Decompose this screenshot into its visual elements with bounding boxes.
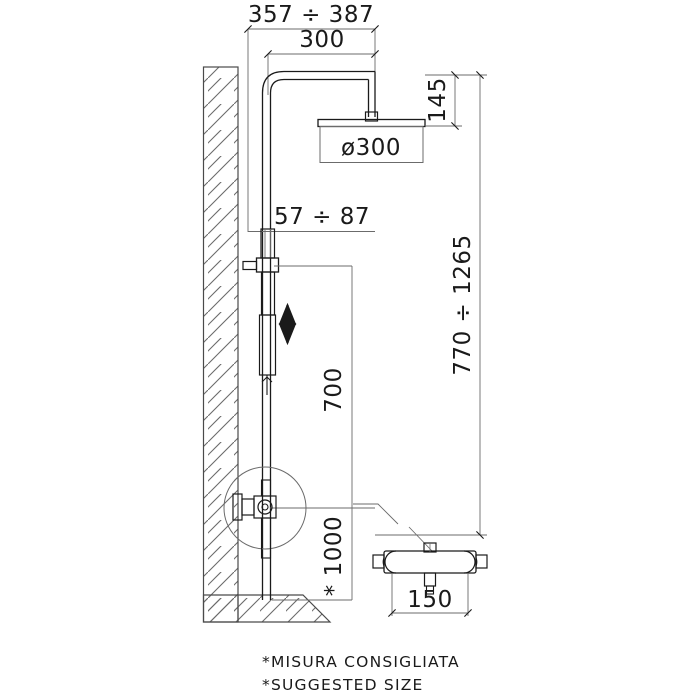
dim-head-diameter-label: ø300 xyxy=(341,135,401,161)
dim-head-height-label: 145 xyxy=(425,77,451,122)
leader-line-to-mixer-detail xyxy=(353,503,433,552)
drawing-notes: *MISURA CONSIGLIATA *SUGGESTED SIZE xyxy=(262,653,460,694)
hand-shower-slider xyxy=(242,228,297,395)
dim-mixer-centres-label: 150 xyxy=(407,587,452,613)
dimension-arm-length: 300 xyxy=(264,27,379,95)
dim-rail-length-label: 700 xyxy=(321,367,347,412)
dim-arm-length-label: 300 xyxy=(299,27,344,53)
shower-riser-pipe xyxy=(261,70,379,600)
wall-section xyxy=(202,66,239,623)
note-line-italian: *MISURA CONSIGLIATA xyxy=(262,653,460,671)
shower-head: ø300 xyxy=(317,118,426,163)
dim-mixer-height-label: * 1000 xyxy=(321,516,347,596)
valve-detail-circle xyxy=(223,466,307,559)
dimension-overall-projection: 357 ÷ 387 xyxy=(244,2,379,232)
floor-section xyxy=(202,594,332,623)
dim-wall-offset-label: 57 ÷ 87 xyxy=(274,204,370,230)
note-line-english: *SUGGESTED SIZE xyxy=(262,676,424,694)
dimension-head-height: 145 xyxy=(425,71,462,130)
dimension-rail-length: 700 xyxy=(274,265,353,600)
dim-overall-projection-label: 357 ÷ 387 xyxy=(248,2,374,28)
dimension-mixer-height: * 1000 xyxy=(270,507,375,601)
dimension-wall-offset: 57 ÷ 87 xyxy=(248,204,375,232)
mixer-tap-detail xyxy=(372,542,488,595)
dimension-column-range: 770 ÷ 1265 xyxy=(375,71,487,539)
dim-column-range-label: 770 ÷ 1265 xyxy=(450,234,476,375)
dimension-mixer-centres: 150 xyxy=(388,573,472,617)
